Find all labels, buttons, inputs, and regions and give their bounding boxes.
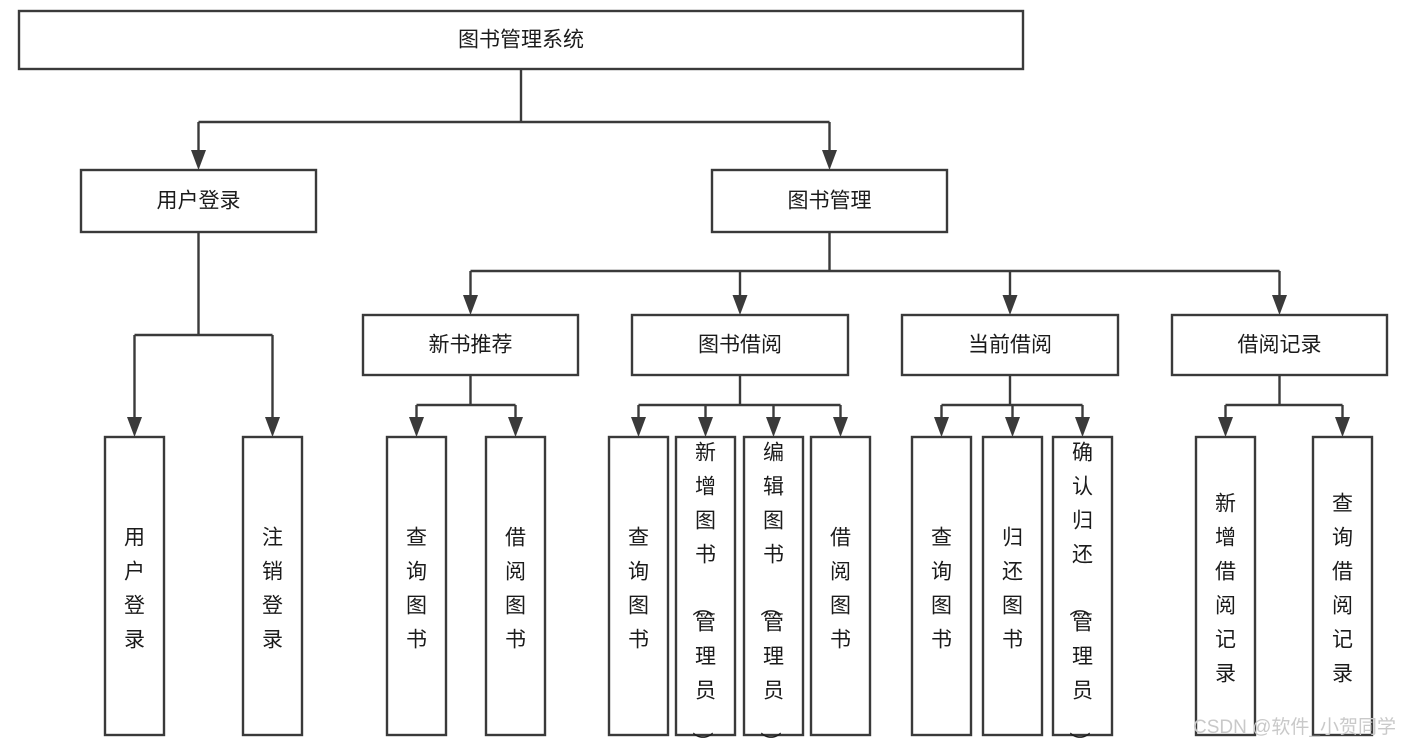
node-leaf-user-logout[interactable]: 注销登录 [241, 435, 304, 737]
arrow-head-icon [1075, 417, 1090, 437]
arrow-head-icon [1272, 295, 1287, 315]
arrow-head-icon [409, 417, 424, 437]
arrow-head-icon [833, 417, 848, 437]
node-leaf-cur-return[interactable]: 归还图书 [981, 435, 1044, 737]
node-label-leaf-borrow-edit: 编辑图书（管理员） [758, 442, 784, 747]
node-box-leaf-user-login[interactable] [103, 435, 166, 737]
node-book-manage[interactable]: 图书管理 [710, 168, 949, 234]
node-label-leaf-user-logout: 注销登录 [262, 527, 283, 652]
node-box-leaf-rec-find[interactable] [1311, 435, 1374, 737]
arrow-head-icon [463, 295, 478, 315]
node-label-leaf-borrow-add: 新增图书（管理员） [690, 442, 716, 747]
node-label-leaf-borrow-query: 查询图书 [628, 527, 649, 652]
node-label-leaf-rec-find: 查询借阅记录 [1332, 493, 1353, 686]
node-new-book-rec[interactable]: 新书推荐 [361, 313, 580, 377]
node-label-borrow-record: 借阅记录 [1238, 334, 1322, 357]
node-current-borrow[interactable]: 当前借阅 [900, 313, 1120, 377]
connector-group-bookmanage-children [463, 232, 1287, 315]
connector-group-currentborrow-children [934, 375, 1090, 437]
node-label-user-login: 用户登录 [157, 190, 241, 213]
arrow-head-icon [732, 295, 748, 315]
node-box-leaf-rec-add[interactable] [1194, 435, 1257, 737]
connector-group-root-children [191, 69, 837, 170]
node-label-book-manage: 图书管理 [788, 190, 872, 213]
connector-group-bookborrow-children [631, 375, 848, 437]
node-label-leaf-rec-borrow: 借阅图书 [505, 527, 526, 652]
node-box-leaf-rec-query[interactable] [385, 435, 448, 737]
node-leaf-cur-query[interactable]: 查询图书 [910, 435, 973, 737]
node-box-leaf-rec-borrow[interactable] [484, 435, 547, 737]
arrow-head-icon [766, 417, 781, 437]
node-leaf-borrow-add[interactable]: 新增图书（管理员） [674, 435, 737, 747]
node-leaf-rec-query[interactable]: 查询图书 [385, 435, 448, 737]
node-box-leaf-borrow-add[interactable] [674, 435, 737, 737]
node-leaf-rec-find[interactable]: 查询借阅记录 [1311, 435, 1374, 737]
node-label-leaf-rec-query: 查询图书 [406, 527, 427, 652]
arrow-head-icon [1002, 295, 1018, 315]
node-box-new-book-rec[interactable] [361, 313, 580, 377]
node-box-root[interactable] [17, 9, 1025, 71]
connector-group-borrowrecord-children [1218, 375, 1350, 437]
node-layer: 图书管理系统用户登录图书管理新书推荐图书借阅当前借阅借阅记录用户登录注销登录查询… [17, 9, 1389, 747]
node-label-book-borrow: 图书借阅 [698, 334, 782, 357]
arrow-head-icon [631, 417, 646, 437]
arrow-head-icon [127, 417, 142, 437]
connector-layer [127, 69, 1350, 437]
node-box-leaf-borrow-lend[interactable] [809, 435, 872, 737]
node-box-user-login[interactable] [79, 168, 318, 234]
node-box-leaf-borrow-edit[interactable] [742, 435, 805, 737]
node-leaf-cur-confirm[interactable]: 确认归还（管理员） [1051, 435, 1114, 747]
node-box-book-manage[interactable] [710, 168, 949, 234]
node-label-leaf-borrow-lend: 借阅图书 [830, 527, 851, 652]
node-book-borrow[interactable]: 图书借阅 [630, 313, 850, 377]
connector-group-newbookrec-children [409, 375, 523, 437]
node-label-current-borrow: 当前借阅 [968, 334, 1052, 357]
arrow-head-icon [1218, 417, 1233, 437]
arrow-head-icon [1335, 417, 1350, 437]
node-box-borrow-record[interactable] [1170, 313, 1389, 377]
node-user-login[interactable]: 用户登录 [79, 168, 318, 234]
arrow-head-icon [191, 150, 206, 170]
arrow-head-icon [1005, 417, 1020, 437]
node-leaf-borrow-edit[interactable]: 编辑图书（管理员） [742, 435, 805, 747]
node-label-leaf-user-login: 用户登录 [124, 527, 145, 652]
node-label-new-book-rec: 新书推荐 [429, 334, 513, 357]
node-leaf-rec-borrow[interactable]: 借阅图书 [484, 435, 547, 737]
node-leaf-user-login[interactable]: 用户登录 [103, 435, 166, 737]
node-box-leaf-cur-return[interactable] [981, 435, 1044, 737]
node-label-leaf-cur-query: 查询图书 [931, 527, 952, 652]
node-leaf-rec-add[interactable]: 新增借阅记录 [1194, 435, 1257, 737]
node-leaf-borrow-lend[interactable]: 借阅图书 [809, 435, 872, 737]
node-label-leaf-cur-return: 归还图书 [1002, 527, 1023, 652]
csdn-watermark: CSDN @软件_小贺同学 [1193, 716, 1396, 738]
node-box-leaf-user-logout[interactable] [241, 435, 304, 737]
node-box-leaf-cur-confirm[interactable] [1051, 435, 1114, 737]
arrow-head-icon [822, 150, 837, 170]
arrow-head-icon [698, 417, 713, 437]
node-label-root: 图书管理系统 [458, 29, 584, 52]
node-leaf-borrow-query[interactable]: 查询图书 [607, 435, 670, 737]
arrow-head-icon [265, 417, 280, 437]
arrow-head-icon [934, 417, 949, 437]
arrow-head-icon [508, 417, 523, 437]
node-borrow-record[interactable]: 借阅记录 [1170, 313, 1389, 377]
node-box-book-borrow[interactable] [630, 313, 850, 377]
connector-group-userlogin-children [127, 232, 280, 437]
node-box-leaf-borrow-query[interactable] [607, 435, 670, 737]
node-label-leaf-rec-add: 新增借阅记录 [1215, 493, 1236, 686]
node-box-leaf-cur-query[interactable] [910, 435, 973, 737]
node-label-leaf-cur-confirm: 确认归还（管理员） [1067, 442, 1093, 747]
node-box-current-borrow[interactable] [900, 313, 1120, 377]
node-root[interactable]: 图书管理系统 [17, 9, 1025, 71]
